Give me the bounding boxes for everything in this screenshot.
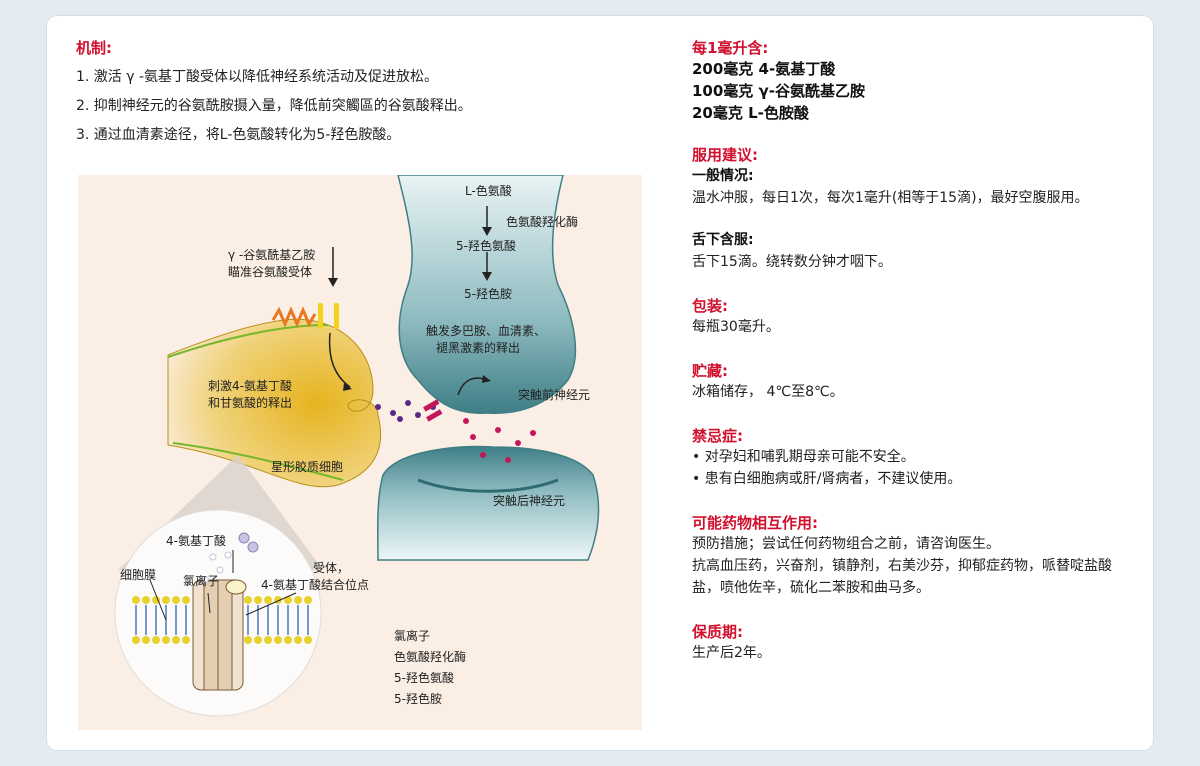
mechanism-diagram: L-色氨酸 色氨酸羟化酶 5-羟色氨酸 5-羟色胺 触发多巴胺、血清素、 褪黑激… [78,174,642,730]
label-receptor: 受体， 4-氨基丁酸结合位点 [261,561,369,592]
usage-title: 服用建议: [692,146,758,164]
label-l-tryptophan: L-色氨酸 [465,184,512,198]
interactions-title: 可能药物相互作用: [692,514,818,532]
contraindications-title: 禁忌症: [692,427,743,445]
mechanism-item: 2. 抑制神经元的谷氨酰胺摄入量，降低前突觸區的谷氨酸释出。 [76,98,472,114]
postsynaptic-neuron [376,445,600,561]
receptor-spring [271,306,317,328]
sublingual-text: 舌下15滴。绕转数分钟才咽下。 [692,254,892,270]
serotonin-particles [463,418,536,463]
label-enzyme: 色氨酸羟化酶 [506,215,579,229]
shelf-life-text: 生产后2年。 [692,645,771,661]
contraindication-item: 对孕妇和哺乳期母亲可能不安全。 [692,446,1122,468]
label-chloride: 氯离子 [183,574,220,588]
receptor-protein [192,579,247,691]
mechanism-item: 1. 激活 γ -氨基丁酸受体以降低神经系统活动及促进放松。 [76,69,439,85]
label-5ht: 5-羟色胺 [464,287,512,301]
synaptic-particles [375,400,436,422]
storage-title: 贮藏: [692,362,728,380]
presynaptic-neuron [397,174,577,414]
usage-general-title: 一般情况: [692,168,754,184]
mechanism-list: 1. 激活 γ -氨基丁酸受体以降低神经系统活动及促进放松。 2. 抑制神经元的… [76,63,636,150]
label-postsynaptic: 突触后神经元 [493,494,566,508]
composition-title: 每1毫升含: [692,39,769,57]
label-glutamine: γ -谷氨酰基乙胺 瞄准谷氨酸受体 [228,248,316,279]
label-trigger: 触发多巴胺、血清素、 褪黑激素的释出 [426,324,547,355]
label-stimulate: 刺激4-氨基丁酸 和甘氨酸的释出 [208,379,293,410]
mechanism-title: 机制: [76,39,112,57]
storage-text: 冰箱储存， 4℃至8℃。 [692,384,844,400]
mechanism-item: 3. 通过血清素途径，将L-色氨酸转化为5-羟色胺酸。 [76,127,401,143]
composition-list: 200毫克 4-氨基丁酸 100毫克 γ-谷氨酰基乙胺 20毫克 L-色胺酸 [692,60,865,122]
package-title: 包装: [692,297,728,315]
receptor-channel [318,303,323,329]
diagram-legend: 氯离子 色氨酸羟化酶 5-羟色氨酸 5-羟色胺 [394,629,467,706]
shelf-life-title: 保质期: [692,623,743,641]
usage-general-text: 温水冲服，每日1次，每次1毫升(相等于15滴)，最好空腹服用。 [692,190,1089,206]
interactions-precaution: 预防措施；尝试任何药物组合之前，请咨询医生。 [692,536,1000,552]
label-5htp: 5-羟色氨酸 [456,239,516,253]
diagram-graphic [78,174,642,730]
label-gaba: 4-氨基丁酸 [166,534,226,548]
label-presynaptic: 突触前神经元 [518,388,591,402]
sublingual-title: 舌下含服: [692,232,754,248]
package-text: 每瓶30毫升。 [692,319,780,335]
contraindication-item: 患有白细胞病或肝/肾病者，不建议使用。 [692,468,1122,490]
right-column: 每1毫升含: 200毫克 4-氨基丁酸 100毫克 γ-谷氨酰基乙胺 20毫克 … [692,37,1122,664]
label-astrocyte: 星形胶质细胞 [271,460,344,474]
label-membrane: 细胞膜 [120,568,157,582]
interactions-drugs: 抗高血压药，兴奋剂，镇静剂，右美沙芬，抑郁症药物，哌替啶盐酸盐，喷他佐辛，硫化二… [692,558,1112,596]
